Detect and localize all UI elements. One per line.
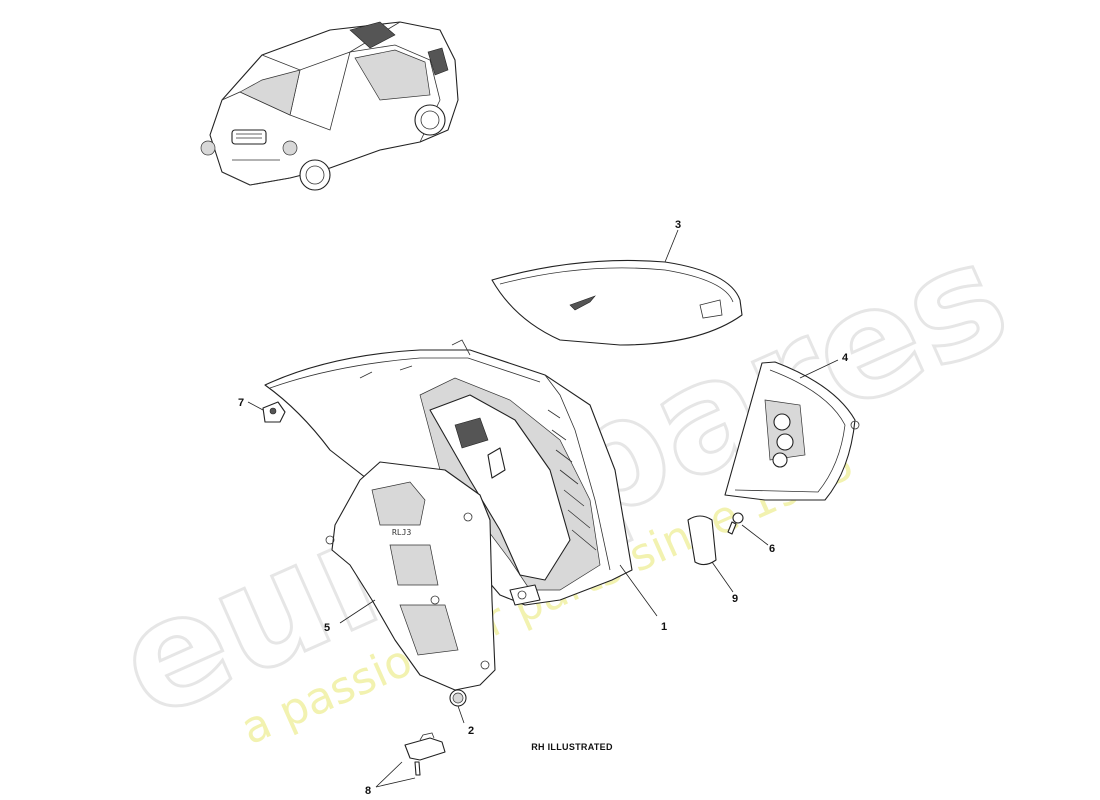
callout-2: 2 — [468, 725, 474, 737]
caption-rh-illustrated: RH ILLUSTRATED — [531, 742, 613, 752]
callout-7: 7 — [238, 397, 244, 409]
leader-lines — [247, 229, 839, 788]
part-7-clip — [262, 401, 286, 423]
part-6-screw — [727, 512, 744, 535]
callout-8: 8 — [365, 785, 371, 797]
callout-9: 9 — [732, 593, 738, 605]
callout-6: 6 — [769, 543, 775, 555]
part-9-pad — [687, 515, 717, 566]
callout-4: 4 — [842, 352, 849, 364]
part-2-grommet — [449, 689, 467, 707]
part-3-upper-garnish — [491, 259, 743, 346]
callout-5: 5 — [324, 622, 330, 634]
part-5-bracket-plate: RLJ3 — [325, 461, 496, 691]
vehicle-overview — [200, 21, 459, 191]
part-4-rear-lamp — [724, 361, 860, 501]
callout-3: 3 — [675, 219, 681, 231]
callouts: 1 2 3 4 5 6 7 8 9 — [238, 219, 849, 797]
part-8-bracket — [404, 732, 446, 776]
callout-1: 1 — [661, 621, 667, 633]
svg-text:RLJ3: RLJ3 — [392, 528, 411, 537]
